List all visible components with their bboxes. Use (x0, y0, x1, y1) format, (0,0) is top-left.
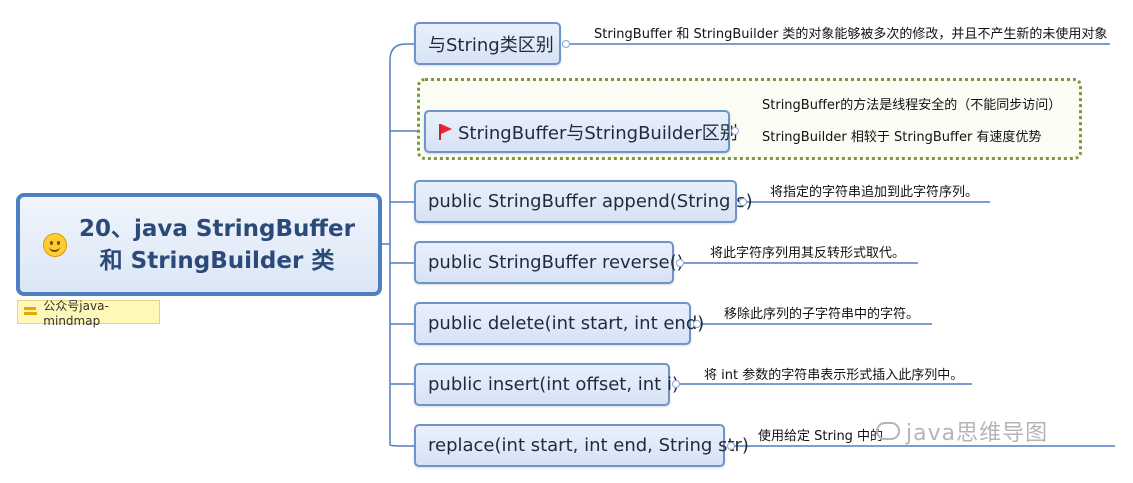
red-flag-icon (438, 123, 452, 140)
root-title-line2: 和 StringBuilder 类 (99, 247, 335, 274)
root-title-line1: 20、java StringBuffer (78, 215, 356, 242)
branch-label: StringBuffer与StringBuilder区别 (458, 122, 738, 144)
branch-insert[interactable]: public insert(int offset, int i) (414, 363, 679, 406)
watermark-text: java思维导图 (906, 421, 1049, 446)
leaf-text: 使用给定 String 中的 (758, 429, 884, 444)
collapse-toggle[interactable] (739, 198, 747, 206)
branch-label: public StringBuffer append(String s) (428, 191, 753, 212)
branch-string-diff[interactable]: 与String类区别 (414, 22, 561, 65)
branch-label: public insert(int offset, int i) (428, 374, 679, 395)
branch-label: public delete(int start, int end) (428, 313, 705, 334)
leaf-text: 将指定的字符串追加到此字符序列。 (770, 185, 979, 200)
branch-label: public StringBuffer reverse() (428, 252, 684, 273)
leaf-text: 将 int 参数的字符串表示形式插入此序列中。 (704, 368, 964, 383)
branch-label: 与String类区别 (428, 34, 554, 56)
leaf-text: StringBuffer的方法是线程安全的（不能同步访问） (762, 98, 1062, 113)
branch-buffer-vs-builder[interactable]: StringBuffer与StringBuilder区别 (424, 110, 738, 153)
leaf-text: StringBuilder 相较于 StringBuffer 有速度优势 (762, 130, 1042, 145)
branch-replace[interactable]: replace(int start, int end, String str) (414, 424, 749, 467)
smile-icon (42, 232, 67, 257)
watermark: java思维导图 (876, 415, 1048, 447)
branch-label: replace(int start, int end, String str) (428, 435, 749, 456)
note-text: 公众号java-mindmap (43, 298, 109, 328)
branch-append[interactable]: public StringBuffer append(String s) (414, 180, 753, 223)
leaf-text: StringBuffer 和 StringBuilder 类的对象能够被多次的修… (594, 27, 1108, 42)
leaf-text: 移除此序列的子字符串中的字符。 (724, 307, 920, 322)
collapse-toggle[interactable] (672, 380, 680, 388)
collapse-toggle[interactable] (562, 40, 570, 48)
leaf-text: 将此字符序列用其反转形式取代。 (710, 246, 906, 261)
collapse-toggle[interactable] (731, 127, 739, 135)
wechat-logo-icon (876, 422, 900, 440)
branch-delete[interactable]: public delete(int start, int end) (414, 302, 704, 345)
collapse-toggle[interactable] (727, 442, 735, 450)
note-badge[interactable]: 公众号java-mindmap (17, 299, 160, 328)
collapse-toggle[interactable] (693, 320, 701, 328)
branch-reverse[interactable]: public StringBuffer reverse() (414, 241, 684, 284)
note-icon (24, 306, 38, 318)
root-topic[interactable]: 20、java StringBuffer 和 StringBuilder 类 (16, 193, 382, 296)
collapse-toggle[interactable] (676, 259, 684, 267)
